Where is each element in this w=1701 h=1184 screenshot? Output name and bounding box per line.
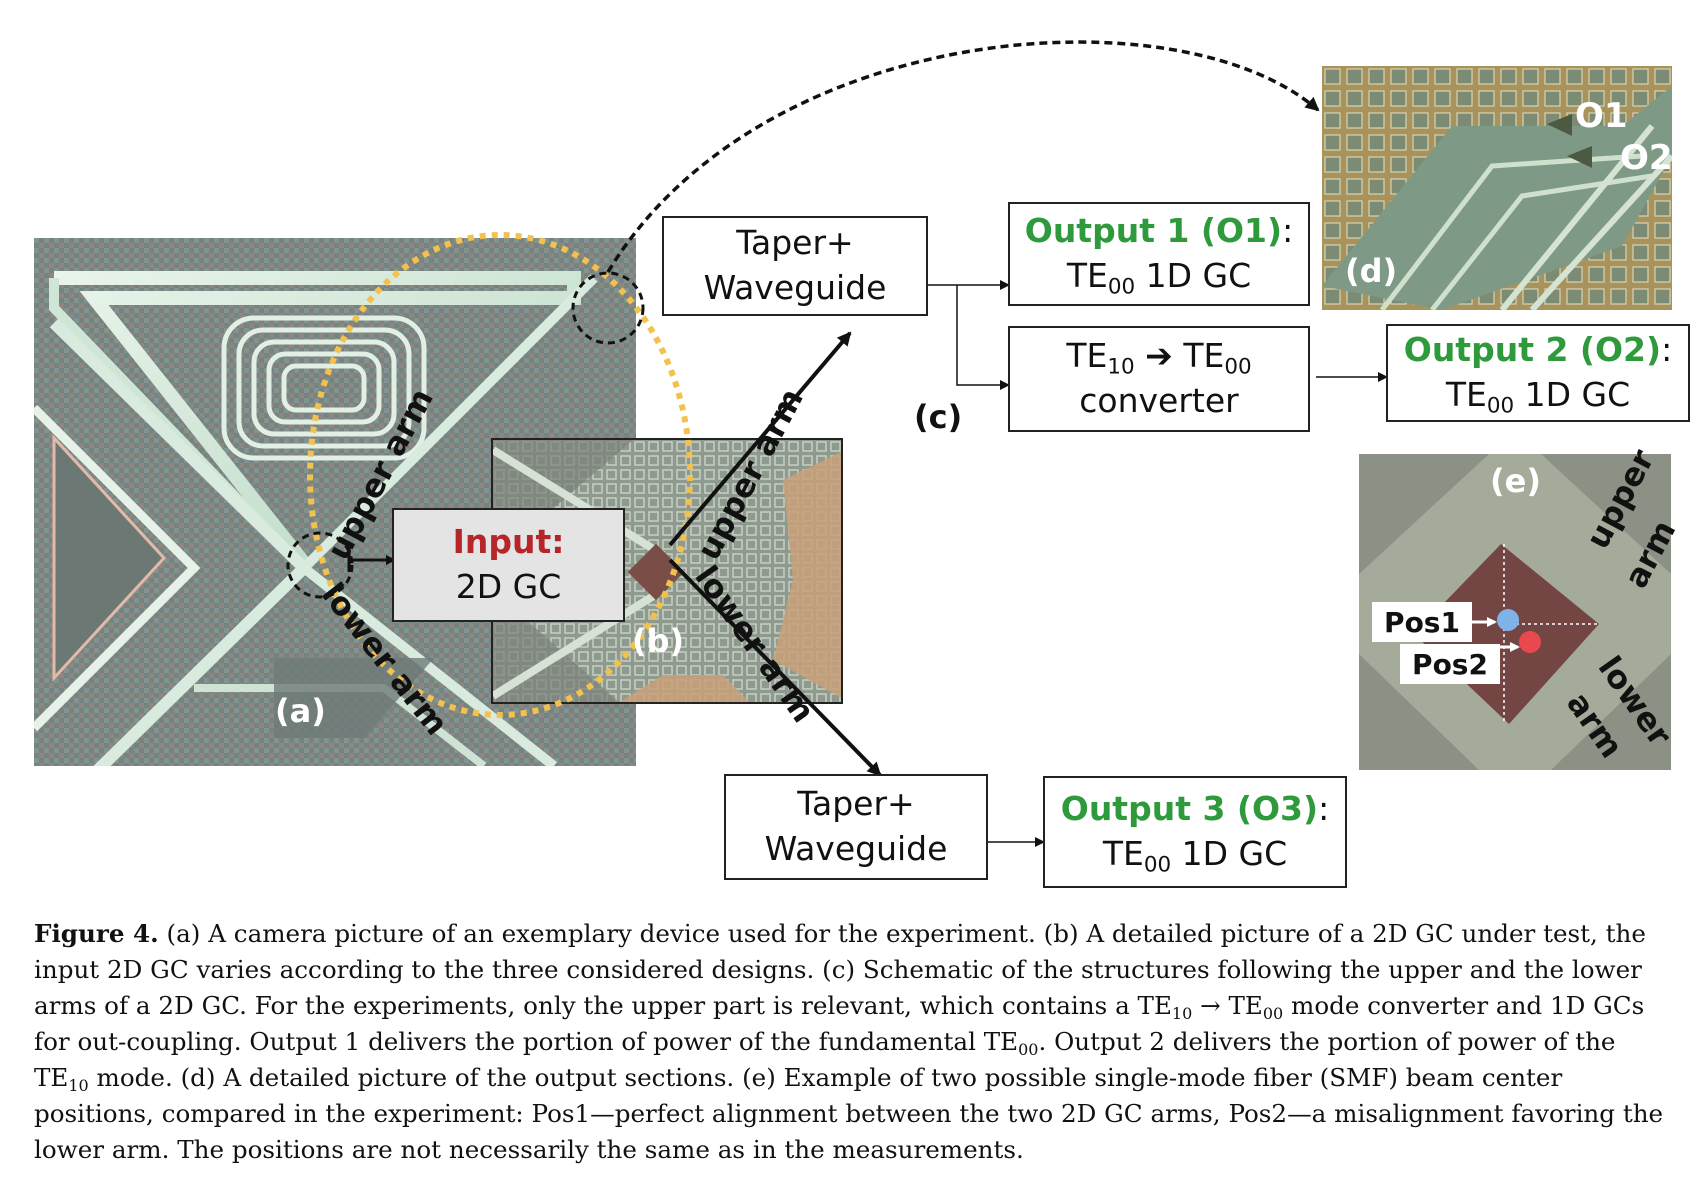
converter-from-sub: 10 (1107, 354, 1135, 380)
output1-title: Output 1 (O1) (1024, 211, 1283, 251)
panel-d-photo (1322, 66, 1672, 310)
figure-caption: Figure 4. (a) A camera picture of an exe… (34, 916, 1674, 1168)
caption-text-5: mode. (d) A detailed picture of the outp… (34, 1063, 1664, 1164)
input-box: Input: 2D GC (392, 508, 625, 622)
converter-box: TE10 ➔ TE00 converter (1008, 326, 1310, 432)
taper-line1: Taper+ (736, 223, 854, 263)
output2-box: Output 2 (O2): TE00 1D GC (1386, 324, 1690, 422)
caption-text-4: . Output 2 delivers the portion of power… (34, 1027, 1616, 1092)
output-section-micrograph (1322, 66, 1672, 310)
caption-text-2: → TE (1192, 991, 1263, 1020)
converter-arrow-icon: ➔ (1145, 336, 1173, 376)
connector-converter (956, 285, 1010, 390)
caption-sub-3: 00 (1018, 1039, 1039, 1059)
input-title: Input: (452, 522, 565, 562)
output3-title: Output 3 (O3) (1060, 789, 1319, 829)
output1-mode-sub: 00 (1107, 274, 1136, 300)
output-circle (571, 271, 645, 345)
output1-rest: 1D GC (1135, 256, 1252, 295)
output2-mode: TE (1445, 375, 1487, 414)
lower-arm-arrow (668, 558, 882, 777)
output1-mode: TE (1066, 256, 1108, 295)
output2-rest: 1D GC (1514, 375, 1631, 414)
input-circle (286, 531, 354, 599)
taper-waveguide-lower-box: Taper+ Waveguide (724, 774, 988, 880)
converter-from: TE (1066, 336, 1108, 376)
caption-figure-number: Figure 4. (34, 919, 159, 948)
output2-colon: : (1661, 330, 1673, 370)
output2-mode-sub: 00 (1486, 393, 1515, 419)
input-sub: 2D GC (455, 567, 562, 606)
caption-text-3: mode converter and 1D GCs for out-coupli… (34, 991, 1645, 1056)
taper-line2: Waveguide (703, 268, 887, 307)
caption-sub-2: 00 (1262, 1003, 1284, 1023)
panel-d-label: (d) (1345, 252, 1398, 290)
panel-c-label: (c) (914, 398, 963, 436)
pos2-label: Pos2 (1400, 644, 1500, 684)
caption-sub-4: 10 (68, 1075, 89, 1095)
panel-d-o2: O2 (1620, 138, 1673, 178)
panel-e-label: (e) (1490, 462, 1541, 500)
taper-waveguide-upper-box: Taper+ Waveguide (662, 216, 928, 316)
converter-line2: converter (1079, 381, 1239, 420)
panel-d-o1: O1 (1575, 96, 1628, 136)
yellow-ring (307, 232, 693, 718)
taper-lower-line2: Waveguide (764, 829, 948, 868)
output3-box: Output 3 (O3): TE00 1D GC (1043, 776, 1347, 888)
output3-colon: : (1318, 789, 1330, 829)
caption-text-1: (a) A camera picture of an exemplary dev… (34, 919, 1646, 1020)
upper-arm-arrow (668, 331, 852, 547)
output1-colon: : (1282, 211, 1294, 251)
gc-micrograph (493, 440, 841, 702)
caption-sub-1: 10 (1171, 1003, 1193, 1023)
taper-lower-line1: Taper+ (797, 784, 915, 824)
dashed-arrow-to-d (606, 40, 1320, 273)
panel-b-label: (b) (632, 622, 685, 660)
panel-a-label: (a) (275, 692, 326, 730)
output1-box: Output 1 (O1): TE00 1D GC (1008, 202, 1310, 306)
output3-mode: TE (1102, 834, 1144, 873)
output2-title: Output 2 (O2) (1403, 330, 1662, 370)
output3-rest: 1D GC (1171, 834, 1288, 873)
converter-to: TE (1183, 336, 1225, 376)
converter-to-sub: 00 (1224, 354, 1252, 380)
pos1-label: Pos1 (1372, 602, 1472, 642)
output3-mode-sub: 00 (1143, 852, 1172, 878)
